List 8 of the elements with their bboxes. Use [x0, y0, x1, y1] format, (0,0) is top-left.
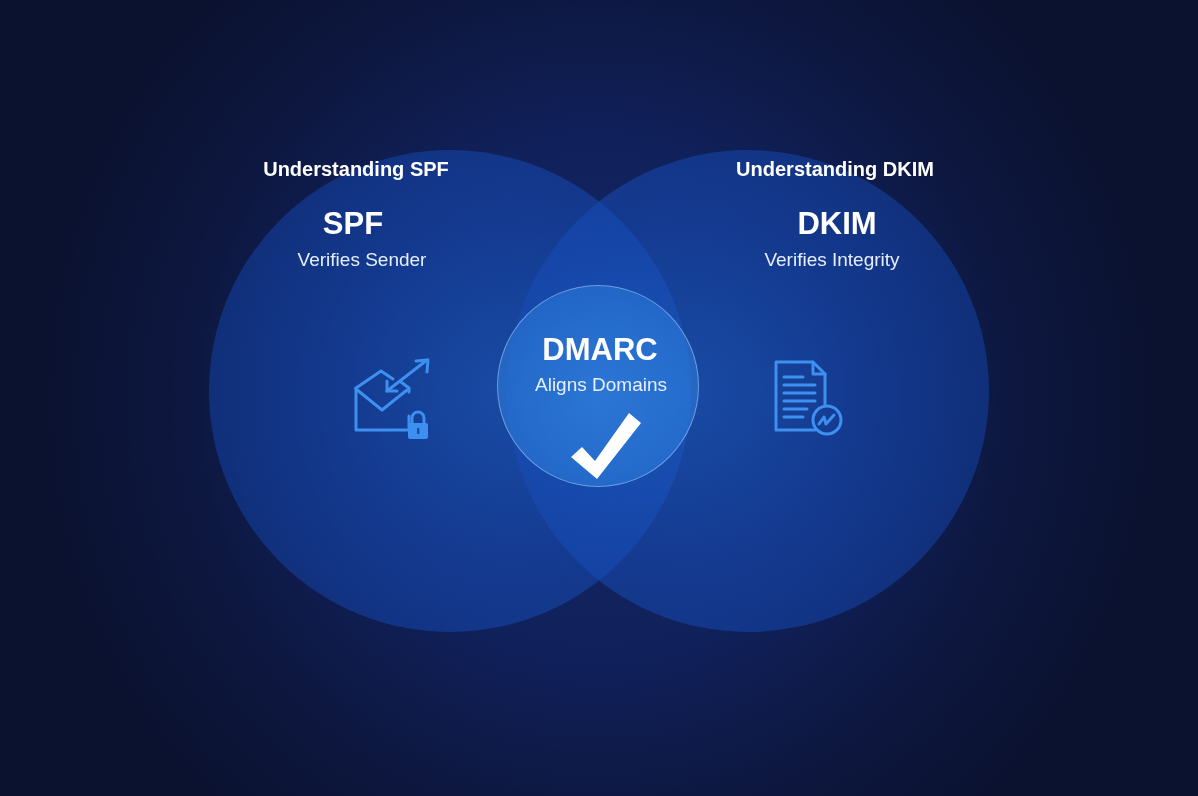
- section-heading: Understanding SPF: [263, 157, 449, 181]
- circle-subtitle: Aligns Domains: [535, 374, 667, 396]
- circle-subtitle: Verifies Integrity: [764, 249, 900, 271]
- section-heading: Understanding DKIM: [736, 157, 934, 181]
- circle-title: SPF: [322, 206, 384, 242]
- circle-title: DMARC: [542, 332, 658, 368]
- circle-title: DKIM: [797, 206, 877, 242]
- circle-subtitle: Verifies Sender: [297, 249, 427, 271]
